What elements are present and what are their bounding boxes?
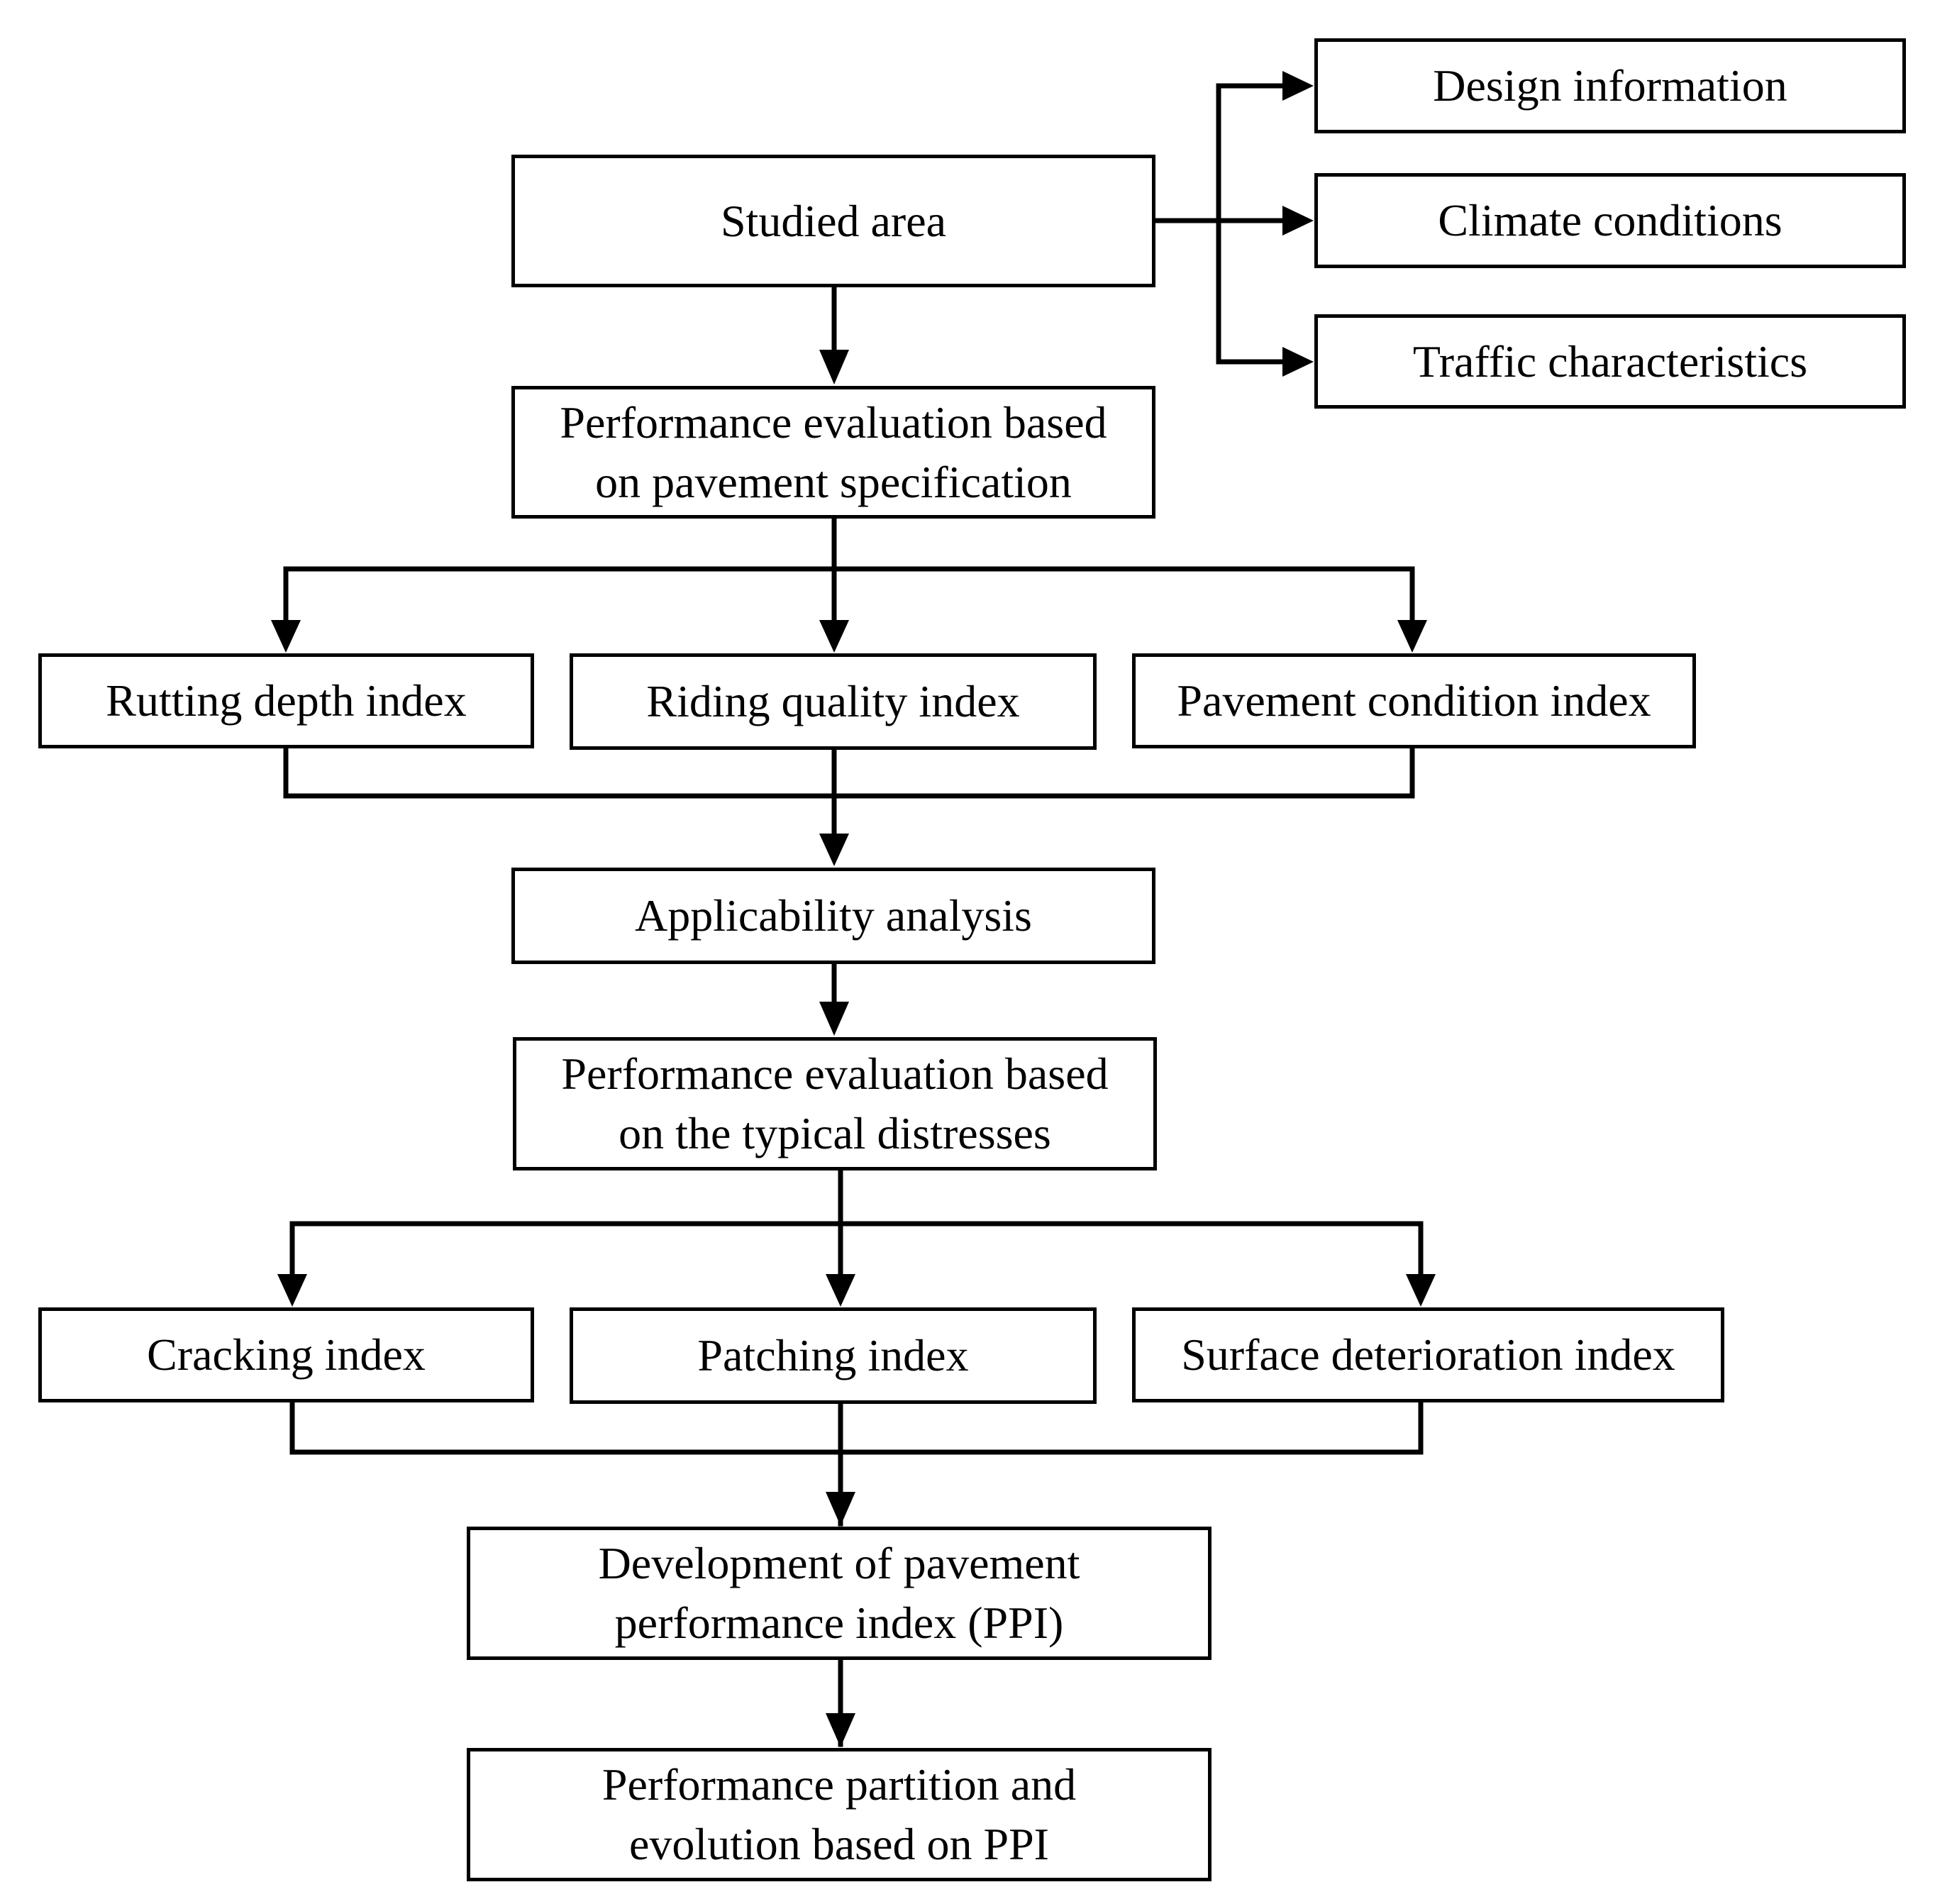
arrowhead-patching — [826, 1274, 855, 1307]
box-applicability-analysis: Applicability analysis — [511, 868, 1155, 964]
arrowhead-riding-quality — [819, 620, 849, 653]
box-label-line: Cracking index — [147, 1329, 426, 1380]
box-label-line: on pavement specification — [595, 456, 1072, 507]
arrowhead-rutting-depth — [271, 620, 301, 653]
box-performance-eval-distress: Performance evaluation based on the typic… — [513, 1037, 1157, 1170]
box-traffic-characteristics: Traffic characteristics — [1314, 314, 1906, 409]
box-label-line: Rutting depth index — [106, 675, 467, 726]
arrowhead-design-information — [1282, 71, 1314, 101]
box-label-line: Pavement condition index — [1177, 675, 1651, 726]
box-patching-index: Patching index — [570, 1307, 1097, 1404]
box-label-line: Design information — [1433, 60, 1787, 111]
box-studied-area: Studied area — [511, 155, 1155, 287]
box-riding-quality-index: Riding quality index — [570, 653, 1097, 750]
box-label-line: Riding quality index — [646, 676, 1020, 726]
box-label-line: Surface deterioration index — [1181, 1329, 1675, 1380]
box-performance-eval-spec: Performance evaluation based on pavement … — [511, 386, 1155, 519]
box-label-line: performance index (PPI) — [614, 1598, 1064, 1648]
box-pavement-condition-index: Pavement condition index — [1132, 653, 1696, 748]
arrowhead-climate-conditions — [1282, 206, 1314, 236]
box-label-line: Patching index — [697, 1330, 969, 1380]
box-label-line: Performance evaluation based — [561, 1048, 1109, 1099]
box-design-information: Design information — [1314, 38, 1906, 133]
box-label-line: Performance evaluation based — [560, 397, 1107, 448]
arrowhead-applicability — [819, 834, 849, 866]
box-climate-conditions: Climate conditions — [1314, 173, 1906, 268]
box-label-line: Climate conditions — [1438, 195, 1782, 245]
box-performance-partition: Performance partition and evolution based… — [467, 1748, 1212, 1881]
box-ppi-development: Development of pavement performance index… — [467, 1527, 1212, 1660]
arrowhead-surface-deterioration — [1406, 1274, 1436, 1307]
box-label-line: Performance partition and — [601, 1759, 1077, 1810]
arrowhead-eval-distress — [819, 1002, 849, 1036]
arrowhead-traffic-characteristics — [1282, 347, 1314, 377]
arrowhead-partition — [826, 1713, 855, 1747]
arrowhead-cracking — [277, 1274, 307, 1307]
box-label-line: Applicability analysis — [635, 890, 1032, 941]
box-surface-deterioration-index: Surface deterioration index — [1132, 1307, 1724, 1402]
box-label-line: on the typical distresses — [619, 1108, 1051, 1158]
box-rutting-depth-index: Rutting depth index — [38, 653, 534, 748]
arrowhead-eval-spec — [819, 350, 849, 384]
box-label-line: evolution based on PPI — [629, 1819, 1049, 1869]
arrowhead-pavement-condition — [1397, 620, 1427, 653]
box-label-line: Traffic characteristics — [1412, 336, 1808, 387]
box-label-line: Studied area — [720, 195, 947, 246]
box-cracking-index: Cracking index — [38, 1307, 534, 1402]
arrowhead-ppi-development — [826, 1492, 855, 1526]
box-label-line: Development of pavement — [598, 1538, 1080, 1588]
